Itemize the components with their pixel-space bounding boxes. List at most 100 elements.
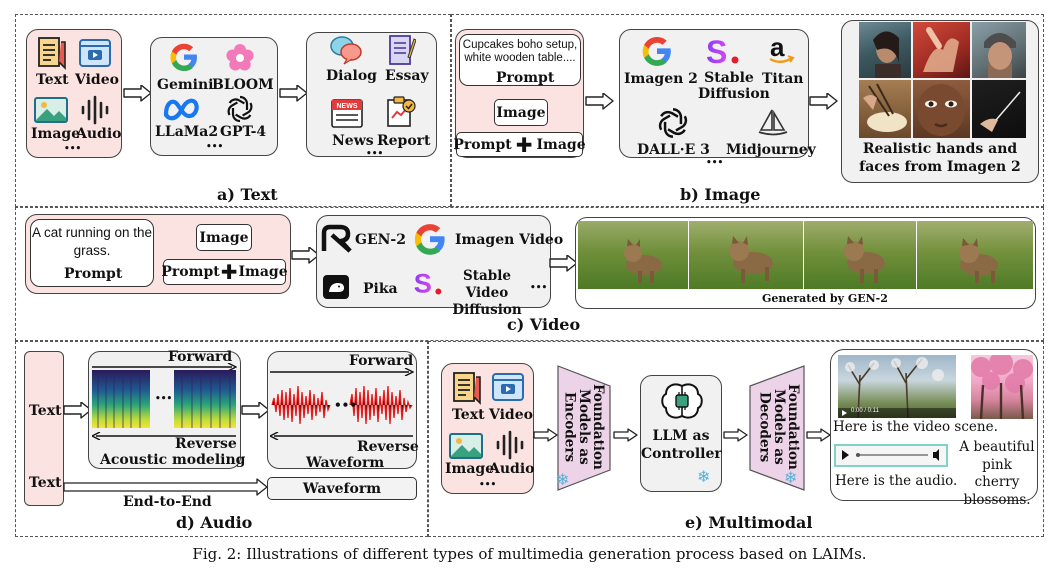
mm-video-label: Video (489, 407, 533, 423)
result-photo-noodles (859, 80, 911, 138)
video-input-label: Video (75, 72, 119, 88)
image-picture-icon (449, 433, 483, 459)
snowflake-icon: ❄ (556, 470, 570, 489)
news-paper-icon: NEWS (331, 99, 363, 128)
waveform-output-box: Waveform (267, 477, 417, 500)
panel-video-frame (15, 207, 1044, 341)
panel-image-frame (451, 14, 1044, 207)
google-logo-icon (414, 224, 445, 255)
gpt4-label: GPT-4 (220, 124, 267, 140)
reverse-arrow-icon (92, 432, 236, 440)
mm-image-label: Image (445, 461, 495, 477)
caption-image: b) Image (680, 185, 761, 204)
video-scene-text: Here is the video scene. (833, 419, 998, 435)
panel-multimodal-frame (428, 341, 1044, 537)
video-player-icon (79, 39, 111, 67)
more-dots: ••• (155, 394, 173, 404)
audio-input-label: Audio (76, 126, 122, 142)
end-to-end-label: End-to-End (123, 494, 212, 510)
svg-text:NEWS: NEWS (337, 103, 358, 110)
text-document-icon (38, 37, 66, 70)
reverse-arrow-icon (270, 432, 413, 440)
panel-text-frame (15, 14, 451, 207)
plus-icon: ✚ (220, 260, 238, 284)
image-prompt-text: Cupcakes boho setup, white wooden table.… (462, 39, 578, 65)
spectrogram-left (92, 370, 150, 428)
text-input-label: Text (36, 72, 69, 88)
essay-notebook-icon (389, 35, 416, 65)
google-logo-icon (642, 36, 671, 66)
result-photo-hands (913, 22, 970, 78)
arrow-icon (585, 93, 614, 110)
arrow-icon (613, 428, 638, 442)
report-chart-icon (387, 96, 416, 127)
plus-icon: ✚ (515, 132, 533, 157)
reverse-label-2: Reverse (357, 439, 419, 455)
svg-text:S: S (414, 267, 432, 298)
text-outputs-box (306, 32, 437, 157)
image-prompt-label: Prompt (496, 70, 555, 86)
combo-image-label: Image (536, 136, 586, 153)
forward-label-1: Forward (168, 349, 233, 365)
result-photo-face (859, 22, 911, 78)
mm-text-label: Text (452, 407, 485, 423)
audio-waveform-icon (81, 95, 109, 125)
spectrogram-right (174, 370, 236, 428)
image-input-image-label: Image (496, 104, 546, 121)
svg-text:S: S (706, 36, 727, 68)
waveform-label-2: Waveform (302, 480, 382, 497)
meta-logo-icon (163, 98, 199, 121)
end-to-end-arrow-icon (63, 478, 268, 496)
caption-video: c) Video (507, 315, 581, 334)
arrow-icon (279, 85, 308, 102)
stable-diffusion-label: Stable Diffusion (698, 70, 770, 103)
combo-image-label: Image (238, 264, 288, 280)
video-input-image-box: Image (196, 224, 252, 251)
imagen2-label: Imagen 2 (624, 71, 698, 87)
panel-audio-frame (15, 341, 428, 537)
image-input-label: Image (31, 126, 81, 142)
reverse-label-1: Reverse (175, 436, 237, 452)
dialog-label: Dialog (326, 68, 377, 84)
image-prompt-box (459, 34, 581, 86)
more-dots: ••• (366, 149, 384, 159)
pika-logo-icon (323, 275, 349, 299)
audio-text-label-2: Text (29, 475, 62, 491)
video-frame-2 (689, 221, 803, 289)
bloom-flower-icon (226, 44, 254, 71)
video-prompt-box (30, 219, 154, 287)
arrow-icon (809, 93, 838, 110)
video-prompt-label: Prompt (64, 266, 123, 282)
image-combo-box: Prompt ✚ Image (453, 132, 586, 157)
report-label: Report (377, 133, 431, 149)
bloom-label: BLOOM (212, 77, 274, 93)
llm-controller-label: LLM as Controller (641, 428, 722, 462)
more-dots: ••• (530, 283, 548, 293)
encoders-label: Foundation Models as Encoders (561, 384, 606, 470)
video-result-caption: Generated by GEN-2 (762, 292, 888, 305)
cherry-text: A beautiful pink cherry blossoms. (959, 439, 1035, 508)
video-frame-4 (917, 221, 1033, 289)
audio-player[interactable] (834, 444, 948, 467)
google-logo-icon (170, 43, 197, 71)
mm-audio-label: Audio (489, 461, 535, 477)
svd-label: Stable Video Diffusion (452, 268, 522, 318)
more-dots: ••• (479, 480, 497, 490)
llama2-label: LLaMa2 (155, 124, 219, 140)
audio-text-label-1: Text (29, 403, 62, 419)
forward-arrow-icon (270, 368, 414, 376)
snowflake-icon: ❄ (784, 468, 798, 487)
gen2-label: GEN-2 (355, 232, 406, 248)
arrow-icon (123, 85, 152, 102)
arrow-icon (533, 428, 558, 442)
player-time: 0:00 / 0:11 (851, 408, 879, 414)
acoustic-modeling-label: Acoustic modeling (100, 452, 246, 468)
result-photo-eyes (913, 80, 970, 138)
more-dots: ••• (706, 158, 724, 168)
svg-text:•••: ••• (334, 398, 357, 412)
midjourney-label: Midjourney (726, 142, 816, 158)
image-picture-icon (34, 97, 68, 123)
combo-prompt-label: Prompt (161, 264, 220, 280)
forward-label-2: Forward (349, 353, 414, 369)
caption-audio: d) Audio (176, 513, 253, 532)
